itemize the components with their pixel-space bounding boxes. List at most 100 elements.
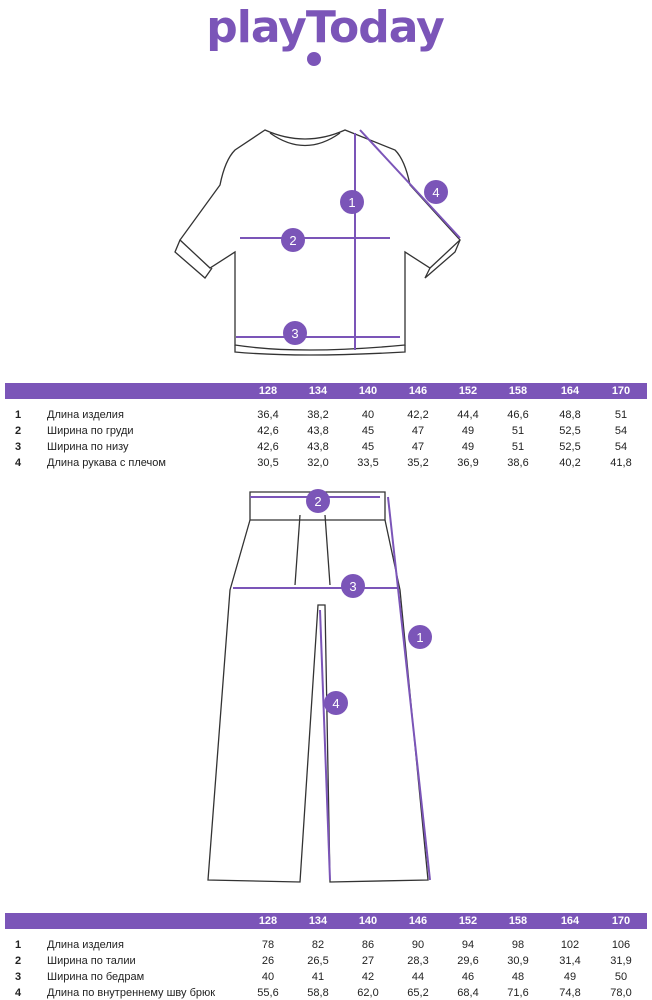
row-value: 30,5	[257, 457, 279, 469]
row-value: 29,6	[457, 955, 479, 967]
row-number: 1	[15, 939, 22, 951]
marker-1: 1	[348, 195, 355, 210]
row-label: Длина изделия	[47, 409, 124, 421]
size-header: 134	[308, 385, 328, 397]
row-value: 32,0	[307, 457, 329, 469]
logo-dot	[307, 52, 321, 66]
brand-logo: playToday	[206, 2, 445, 53]
row-value: 49	[563, 971, 577, 983]
size-header: 128	[258, 385, 278, 397]
row-value: 35,2	[407, 457, 429, 469]
row-number: 2	[15, 955, 22, 967]
row-value: 68,4	[457, 987, 479, 999]
size-header: 128	[258, 915, 278, 927]
row-value: 78	[261, 939, 275, 951]
spacer	[5, 399, 647, 407]
row-value: 36,9	[457, 457, 479, 469]
row-value: 41,8	[610, 457, 632, 469]
pants-marker-1: 1	[416, 630, 423, 645]
row-value: 102	[560, 939, 580, 951]
row-value: 54	[614, 425, 628, 437]
row-value: 36,4	[257, 409, 279, 421]
row-value: 28,3	[407, 955, 429, 967]
row-value: 74,8	[559, 987, 581, 999]
row-value: 58,8	[307, 987, 329, 999]
row-value: 94	[461, 939, 475, 951]
row-number: 4	[15, 987, 22, 999]
row-value: 82	[311, 939, 325, 951]
row-value: 42,6	[257, 441, 279, 453]
row-number: 3	[15, 441, 22, 453]
row-value: 44	[411, 971, 425, 983]
row-number: 2	[15, 425, 22, 437]
row-value: 46,6	[507, 409, 529, 421]
row-value: 71,6	[507, 987, 529, 999]
row-value: 38,2	[307, 409, 329, 421]
size-header: 146	[408, 385, 428, 397]
row-value: 40	[261, 971, 275, 983]
row-label: Ширина по талии	[47, 955, 136, 967]
row-value: 31,9	[610, 955, 632, 967]
size-header: 152	[458, 385, 478, 397]
row-value: 26	[261, 955, 275, 967]
size-header: 158	[508, 915, 528, 927]
size-header: 164	[560, 385, 580, 397]
row-value: 86	[361, 939, 375, 951]
row-label: Длина рукава с плечом	[47, 457, 166, 469]
row-value: 49	[461, 441, 475, 453]
row-value: 42,6	[257, 425, 279, 437]
marker-3: 3	[291, 326, 298, 341]
row-value: 31,4	[559, 955, 581, 967]
row-value: 38,6	[507, 457, 529, 469]
size-header: 146	[408, 915, 428, 927]
row-value: 65,2	[407, 987, 429, 999]
row-label: Ширина по груди	[47, 425, 134, 437]
row-value: 51	[511, 441, 525, 453]
row-value: 33,5	[357, 457, 379, 469]
row-value: 43,8	[307, 425, 329, 437]
row-value: 52,5	[559, 425, 581, 437]
size-header: 170	[611, 915, 631, 927]
size-header: 164	[560, 915, 580, 927]
row-value: 106	[611, 939, 631, 951]
pants-marker-2: 2	[314, 494, 321, 509]
size-header: 158	[508, 385, 528, 397]
pants-drawing: 1 2 3 4	[207, 489, 432, 883]
row-label: Ширина по бедрам	[47, 971, 145, 983]
size-header: 170	[611, 385, 631, 397]
row-value: 51	[511, 425, 525, 437]
row-value: 42	[361, 971, 375, 983]
row-label: Длина изделия	[47, 939, 124, 951]
row-value: 47	[411, 425, 425, 437]
row-value: 78,0	[610, 987, 632, 999]
row-value: 27	[361, 955, 375, 967]
row-value: 50	[614, 971, 628, 983]
row-value: 62,0	[357, 987, 379, 999]
row-value: 51	[614, 409, 628, 421]
row-number: 1	[15, 409, 22, 421]
row-value: 41	[311, 971, 325, 983]
row-value: 49	[461, 425, 475, 437]
row-value: 48	[511, 971, 525, 983]
size-header: 152	[458, 915, 478, 927]
row-value: 44,4	[457, 409, 479, 421]
row-value: 55,6	[257, 987, 279, 999]
size-header: 140	[358, 915, 378, 927]
pants-marker-4: 4	[332, 696, 339, 711]
row-value: 40,2	[559, 457, 581, 469]
row-number: 4	[15, 457, 22, 469]
marker-2: 2	[289, 233, 296, 248]
row-label: Длина по внутреннему шву брюк	[47, 987, 216, 999]
row-value: 26,5	[307, 955, 329, 967]
row-value: 43,8	[307, 441, 329, 453]
row-value: 54	[614, 441, 628, 453]
row-value: 47	[411, 441, 425, 453]
